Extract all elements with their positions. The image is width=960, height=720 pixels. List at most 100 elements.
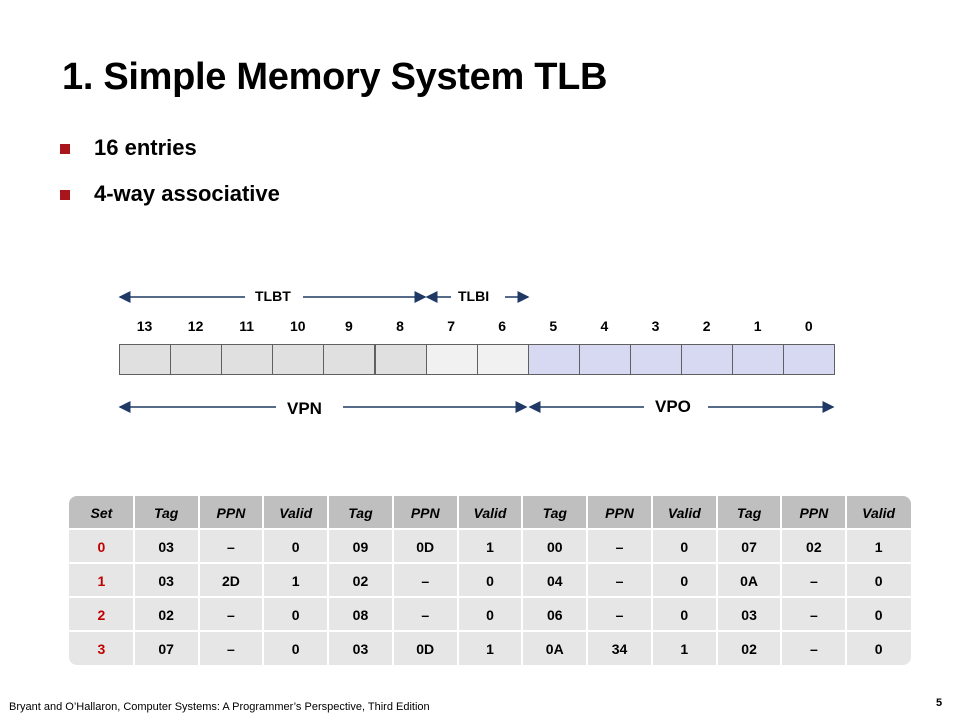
- tlb-cell: 1: [874, 539, 883, 555]
- tlb-column-header: Valid: [667, 505, 701, 521]
- tlb-column-header: Tag: [348, 505, 373, 521]
- page-number: 5: [936, 697, 943, 709]
- tlb-set-index: 3: [97, 641, 106, 657]
- tlb-cell: 1: [291, 573, 300, 589]
- tlb-cell: 03: [352, 641, 369, 657]
- tlbt-label: TLBT: [255, 288, 291, 304]
- bit-number: 8: [396, 318, 404, 334]
- tlb-cell: –: [615, 539, 624, 555]
- bit-cell: [170, 344, 223, 375]
- tlb-cell: 0D: [416, 539, 435, 555]
- tlb-column-header: Tag: [542, 505, 567, 521]
- tlb-cell: 0: [486, 607, 494, 623]
- tlb-row-divider: [69, 562, 911, 564]
- tlb-column-header: Valid: [473, 505, 507, 521]
- bit-cell: [783, 344, 836, 375]
- bullet-square-icon: [60, 144, 70, 154]
- tlb-cell: 03: [741, 607, 757, 623]
- bit-cell: [578, 344, 631, 375]
- tlb-cell: 1: [486, 641, 494, 657]
- bit-cell: [272, 344, 325, 375]
- bit-number: 2: [702, 318, 711, 334]
- bit-cell: [732, 344, 785, 375]
- bit-number: 12: [187, 318, 204, 334]
- tlb-column-divider: [845, 496, 848, 665]
- tlb-column-divider: [456, 496, 459, 665]
- field-arrows: [118, 291, 835, 413]
- slide-title: 1. Simple Memory System TLB: [62, 56, 608, 98]
- tlb-column-header: Set: [90, 505, 113, 521]
- tlb-column-header: PPN: [410, 505, 440, 521]
- tlb-column-divider: [650, 496, 653, 665]
- tlb-column-divider: [132, 496, 135, 665]
- tlb-cell: –: [809, 573, 818, 589]
- tlb-cell: –: [227, 607, 235, 623]
- tlb-cell: 06: [546, 607, 563, 623]
- tlb-set-index: 1: [97, 573, 106, 589]
- bit-number: 11: [239, 318, 255, 334]
- bit-cell: [221, 344, 274, 375]
- tlb-cell: 0D: [416, 641, 435, 657]
- tlb-row-divider: [69, 528, 911, 530]
- tlb-cell: 0A: [545, 641, 564, 657]
- tlb-cell: –: [227, 539, 235, 555]
- tlb-row-divider: [69, 596, 911, 598]
- tlb-cell: 02: [352, 573, 369, 589]
- tlb-cell: –: [421, 573, 430, 589]
- tlb-column-divider: [586, 496, 589, 665]
- tlb-cell: 1: [680, 641, 689, 657]
- tlb-column-divider: [327, 496, 330, 665]
- tlb-cell: –: [615, 607, 624, 623]
- tlb-set-index: 2: [97, 607, 106, 623]
- bit-number: 3: [651, 318, 660, 334]
- tlb-cell: 0: [874, 573, 883, 589]
- bit-number: 5: [549, 318, 558, 334]
- tlb-cell: –: [227, 641, 235, 657]
- tlb-cell: –: [615, 573, 624, 589]
- tlb-column-header: PPN: [216, 505, 246, 521]
- tlb-column-divider: [262, 496, 265, 665]
- tlb-column-divider: [780, 496, 783, 665]
- bullet-square-icon: [60, 190, 70, 200]
- tlb-cell: 0: [874, 641, 883, 657]
- tlb-column-divider: [391, 496, 394, 665]
- tlb-cell: 0: [874, 607, 883, 623]
- tlb-set-index: 0: [97, 539, 106, 555]
- tlb-cell: 1: [486, 539, 494, 555]
- tlb-cell: 0: [486, 573, 494, 589]
- tlb-cell: –: [809, 607, 818, 623]
- tlb-column-divider: [715, 496, 718, 665]
- tlb-cell: 0A: [740, 573, 759, 589]
- tlb-cell: 03: [158, 573, 174, 589]
- tlb-cell: 0: [680, 573, 689, 589]
- bit-number: 13: [136, 318, 153, 334]
- footer-citation: Bryant and O’Hallaron, Computer Systems:…: [9, 701, 430, 713]
- tlb-column-header: PPN: [605, 505, 634, 521]
- tlb-column-header: Tag: [153, 505, 179, 521]
- tlb-cell: 0: [680, 607, 689, 623]
- bit-cell: [476, 344, 529, 375]
- bit-number: 6: [498, 318, 507, 334]
- tlb-cell: 0: [680, 539, 689, 555]
- bit-number: 1: [753, 318, 762, 334]
- tlb-cell: 07: [158, 641, 174, 657]
- tlb-row-divider: [69, 630, 911, 632]
- tlb-cell: 2D: [221, 573, 240, 589]
- bit-cell: [425, 344, 478, 375]
- tlb-cell: 03: [158, 539, 174, 555]
- tlb-cell: 00: [546, 539, 563, 555]
- tlb-cell: 0: [291, 539, 300, 555]
- tlb-cell: 07: [741, 539, 757, 555]
- tlb-cell: 34: [611, 641, 628, 657]
- tlb-cell: 0: [291, 641, 300, 657]
- tlb-column-header: Valid: [862, 505, 896, 521]
- tlb-cell: –: [809, 641, 818, 657]
- vpn-label: VPN: [287, 399, 322, 418]
- bit-cell: [374, 344, 427, 375]
- tlb-cell: 04: [546, 573, 563, 589]
- tlb-cell: –: [421, 607, 430, 623]
- tlb-cell: 02: [806, 539, 822, 555]
- tlbi-label: TLBI: [458, 288, 490, 304]
- tlb-cell: 0: [291, 607, 300, 623]
